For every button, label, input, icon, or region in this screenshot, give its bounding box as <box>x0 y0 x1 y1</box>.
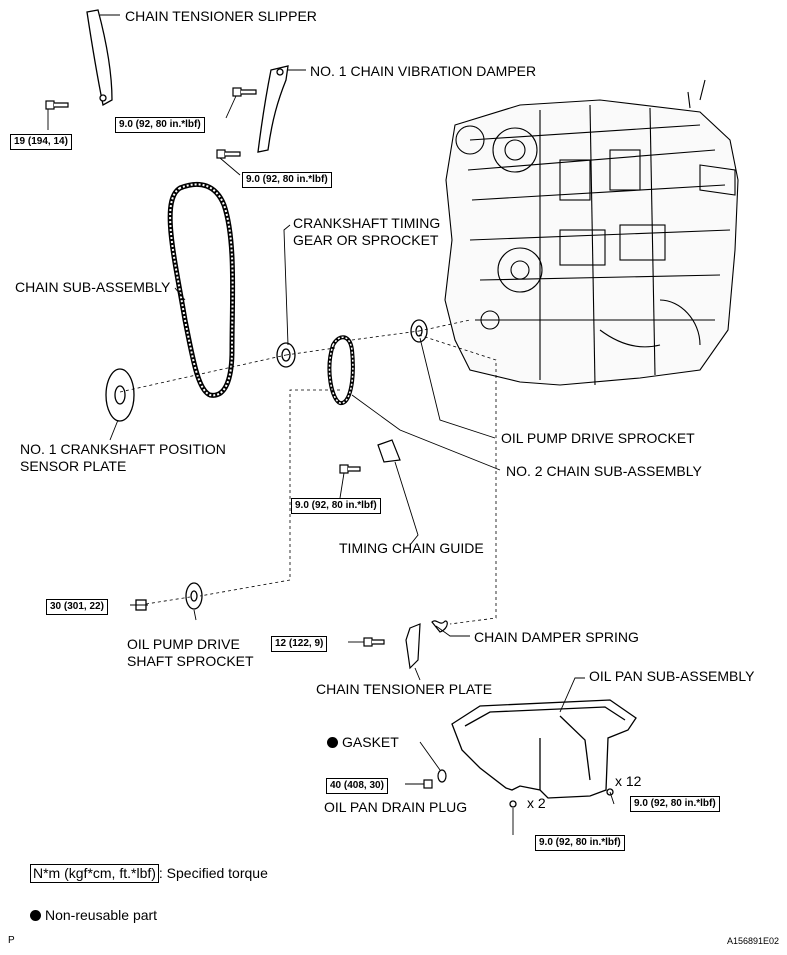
label-gasket-text: GASKET <box>342 734 399 750</box>
vibration-damper-part <box>257 65 289 153</box>
label-gasket: GASKET <box>327 734 399 751</box>
nonreusable-dot-icon <box>327 737 338 748</box>
shaft-sprocket-part <box>135 582 203 611</box>
torque-damper-lower-bolt: 9.0 (92, 80 in.*lbf) <box>242 172 332 188</box>
label-chain-sub-assembly: CHAIN SUB-ASSEMBLY <box>15 279 171 295</box>
crank-sensor-plate-part <box>105 368 135 422</box>
label-chain-damper-spring: CHAIN DAMPER SPRING <box>474 629 639 645</box>
legend-torque: N*m (kgf*cm, ft.*lbf): Specified torque <box>30 864 268 883</box>
label-oil-pump-drive-shaft-sprocket: OIL PUMP DRIVE SHAFT SPROCKET <box>127 636 254 669</box>
quantity-x12: x 12 <box>615 773 642 789</box>
label-oil-pan-sub-assembly: OIL PAN SUB-ASSEMBLY <box>589 668 755 684</box>
timing-chain-guide-part <box>339 439 401 474</box>
legend-nonreusable-text: Non-reusable part <box>45 907 158 923</box>
quantity-x2: x 2 <box>527 795 546 811</box>
label-chain-tensioner-plate: CHAIN TENSIONER PLATE <box>316 681 493 697</box>
label-oil-pan-drain-plug: OIL PAN DRAIN PLUG <box>324 799 468 815</box>
alignment-lines <box>119 319 497 625</box>
legend-torque-box: N*m (kgf*cm, ft.*lbf) <box>30 864 159 883</box>
torque-oil-pan-right-bolts: 9.0 (92, 80 in.*lbf) <box>630 796 720 812</box>
torque-slipper-bolt: 19 (194, 14) <box>10 134 72 150</box>
damper-bolts <box>216 87 257 159</box>
label-oil-pump-drive-sprocket: OIL PUMP DRIVE SPROCKET <box>501 430 695 446</box>
tensioner-plate-part <box>363 620 448 670</box>
torque-drain-plug: 40 (408, 30) <box>326 778 388 794</box>
legend-nonreusable: Non-reusable part <box>30 907 157 924</box>
label-no1-chain-vibration-damper: NO. 1 CHAIN VIBRATION DAMPER <box>310 63 537 79</box>
footer-left-code: P <box>8 935 15 946</box>
chain-tensioner-slipper-part <box>86 9 113 107</box>
label-no2-chain-sub-assembly: NO. 2 CHAIN SUB-ASSEMBLY <box>506 463 702 479</box>
torque-tensioner-plate-bolt: 12 (122, 9) <box>271 636 328 652</box>
footer-figure-id: A156891E02 <box>727 936 780 946</box>
no2-chain-part <box>327 335 355 405</box>
label-crankshaft-timing-gear: CRANKSHAFT TIMING GEAR OR SPROCKET <box>293 215 441 248</box>
label-crankshaft-position-sensor-plate: NO. 1 CRANKSHAFT POSITION SENSOR PLATE <box>20 441 226 474</box>
label-timing-chain-guide: TIMING CHAIN GUIDE <box>339 540 484 556</box>
legend-nonreusable-dot-icon <box>30 910 41 921</box>
slipper-bolt <box>45 100 69 110</box>
label-chain-tensioner-slipper: CHAIN TENSIONER SLIPPER <box>125 8 317 24</box>
oil-pan-part <box>451 699 637 808</box>
torque-shaft-sprocket-nut: 30 (301, 22) <box>46 599 108 615</box>
drain-plug-gasket-part <box>423 769 447 789</box>
legend-torque-text: : Specified torque <box>158 865 268 881</box>
engine-block <box>444 79 739 386</box>
torque-chain-guide-bolt: 9.0 (92, 80 in.*lbf) <box>291 498 381 514</box>
torque-oil-pan-bottom-bolts: 9.0 (92, 80 in.*lbf) <box>535 835 625 851</box>
chain-sub-assembly-part <box>167 181 236 398</box>
leader-lines <box>47 14 615 835</box>
torque-damper-upper-bolt: 9.0 (92, 80 in.*lbf) <box>115 117 205 133</box>
